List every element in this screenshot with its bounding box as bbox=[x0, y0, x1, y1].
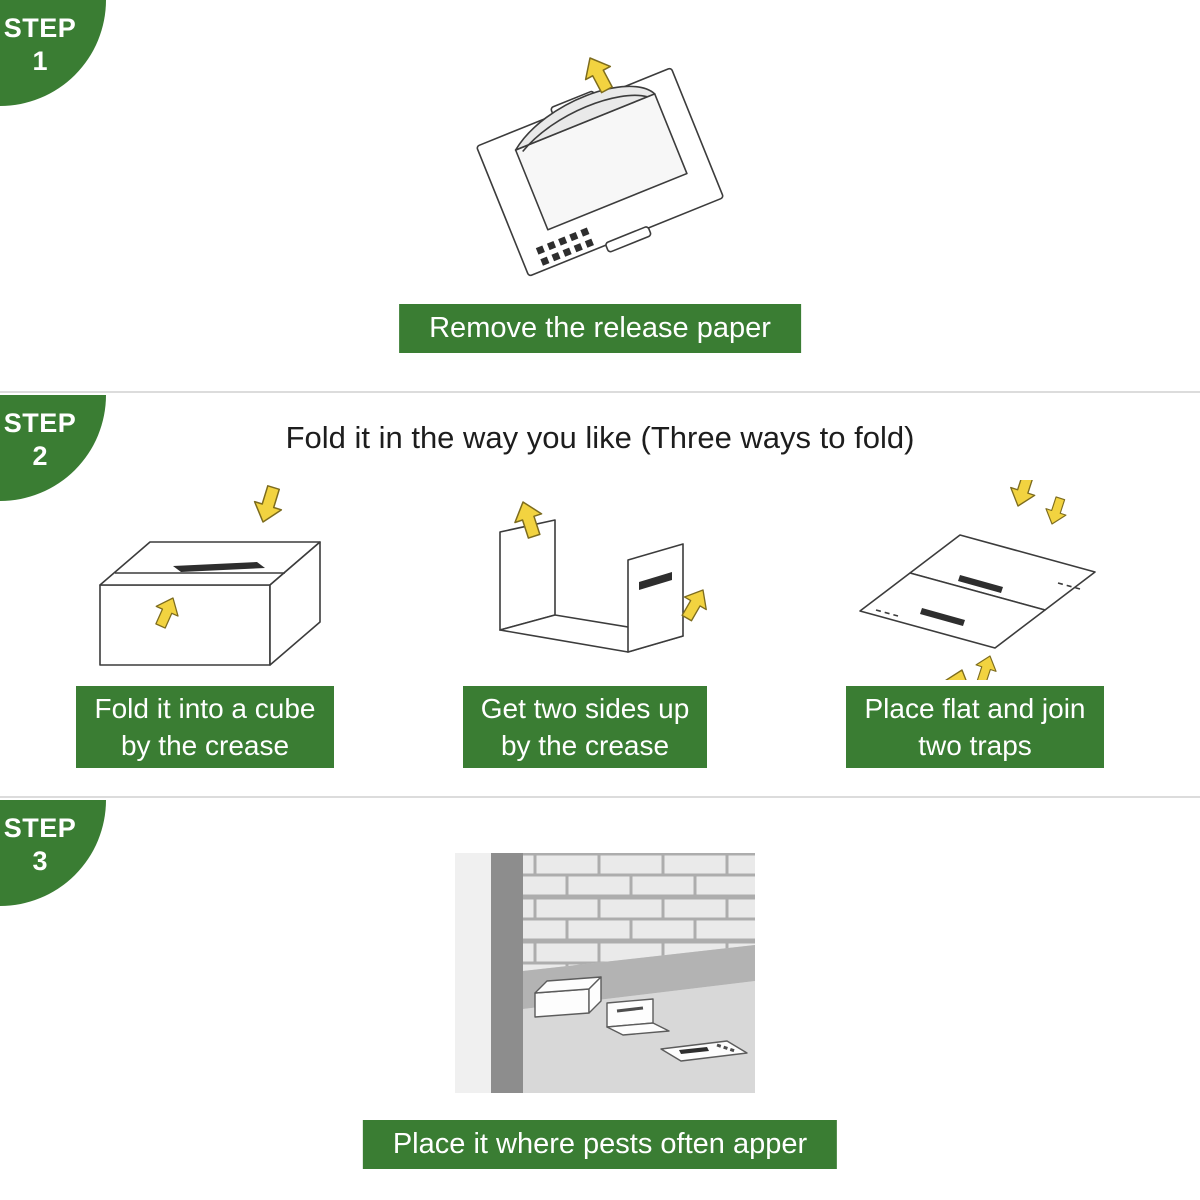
caption-line: by the crease bbox=[500, 730, 670, 761]
option-3-caption-bar: Place flat and join two traps bbox=[846, 686, 1104, 768]
flat-join-illustration bbox=[859, 480, 1096, 680]
step-3-caption-bar: Place it where pests often apper bbox=[362, 1120, 838, 1169]
channel-trap-in-scene bbox=[606, 998, 670, 1036]
fold-arrow-icon bbox=[1041, 494, 1071, 528]
step-badge-number: 1 bbox=[32, 46, 48, 76]
caption-line: Fold it into a cube bbox=[94, 693, 316, 724]
fold-two-sides-illustration bbox=[499, 496, 715, 653]
option-1-caption-wrap: Fold it into a cube by the crease bbox=[30, 686, 380, 768]
step-3-badge: STEP 3 bbox=[0, 800, 106, 906]
flat-slot bbox=[920, 608, 965, 626]
step-badge-label: STEP bbox=[3, 408, 77, 438]
section-divider bbox=[0, 796, 1200, 798]
vent-slots bbox=[535, 226, 597, 266]
step-3-caption: Place it where pests often apper bbox=[392, 1128, 808, 1160]
cube-slot bbox=[173, 562, 265, 572]
option-2-caption-wrap: Get two sides up by the crease bbox=[410, 686, 760, 768]
section-divider bbox=[0, 391, 1200, 393]
step-badge-number: 3 bbox=[32, 846, 48, 876]
fold-arrow-icon bbox=[1005, 480, 1041, 511]
step-1-caption: Remove the release paper bbox=[429, 312, 771, 344]
flat-slot bbox=[958, 575, 1003, 593]
wall-corner bbox=[491, 853, 523, 1093]
option-3-caption-wrap: Place flat and join two traps bbox=[800, 686, 1150, 768]
flat-traps bbox=[859, 534, 1096, 649]
step-1-badge: STEP 1 bbox=[0, 0, 106, 106]
placement-scene-illustration bbox=[455, 853, 755, 1093]
step-badge-label: STEP bbox=[3, 813, 77, 843]
step-2-heading: Fold it in the way you like (Three ways … bbox=[285, 420, 915, 455]
step-badge-number: 2 bbox=[32, 441, 48, 471]
channel-slot bbox=[639, 572, 672, 590]
caption-line: two traps bbox=[918, 730, 1032, 761]
fold-arrow-icon bbox=[971, 652, 1001, 680]
cube-trap bbox=[99, 541, 321, 666]
peel-release-paper-illustration bbox=[476, 50, 724, 277]
step-1-caption-bar: Remove the release paper bbox=[399, 304, 801, 353]
caption-line: Get two sides up bbox=[480, 693, 690, 724]
cube-trap-in-scene bbox=[534, 976, 602, 1018]
option-1-caption-bar: Fold it into a cube by the crease bbox=[76, 686, 334, 768]
step-badge-label: STEP bbox=[3, 13, 77, 43]
option-2-caption-bar: Get two sides up by the crease bbox=[462, 686, 708, 768]
brick-wall bbox=[523, 853, 755, 971]
fold-arrow-icon bbox=[248, 482, 288, 527]
fold-cube-illustration bbox=[99, 482, 321, 666]
fold-arrow-icon bbox=[939, 665, 975, 680]
caption-line: Place flat and join bbox=[864, 693, 1086, 724]
caption-line: by the crease bbox=[120, 730, 290, 761]
channel-trap bbox=[499, 519, 684, 653]
flat-trap-in-scene bbox=[660, 1040, 748, 1062]
